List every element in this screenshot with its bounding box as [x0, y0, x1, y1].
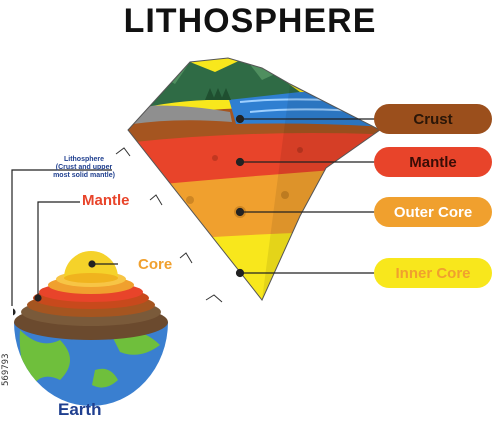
layer-pill-inner-core: Inner Core [374, 258, 492, 288]
watermark-id: 569793 [1, 306, 13, 386]
earth-label: Earth [58, 400, 102, 419]
core-label: Core [138, 256, 173, 273]
earth-leader-lines [8, 169, 118, 316]
layer-pill-outer-core: Outer Core [374, 197, 492, 227]
lithosphere-label: Lithosphere (Crust and upper most solid … [53, 156, 115, 179]
wedge-brackets [115, 147, 223, 303]
earth-globe [14, 251, 168, 406]
page-title: LITHOSPHERE [123, 2, 377, 40]
mantle-label: Mantle [82, 192, 130, 209]
layer-pill-mantle: Mantle [374, 147, 492, 177]
layer-label-crust: Crust [413, 110, 453, 128]
layer-label-outer-core: Outer Core [393, 203, 473, 221]
layer-pill-crust: Crust [374, 104, 492, 134]
layer-label-mantle: Mantle [409, 153, 457, 171]
layer-label-inner-core: Inner Core [395, 264, 471, 282]
wedge-leader-lines [235, 114, 376, 278]
